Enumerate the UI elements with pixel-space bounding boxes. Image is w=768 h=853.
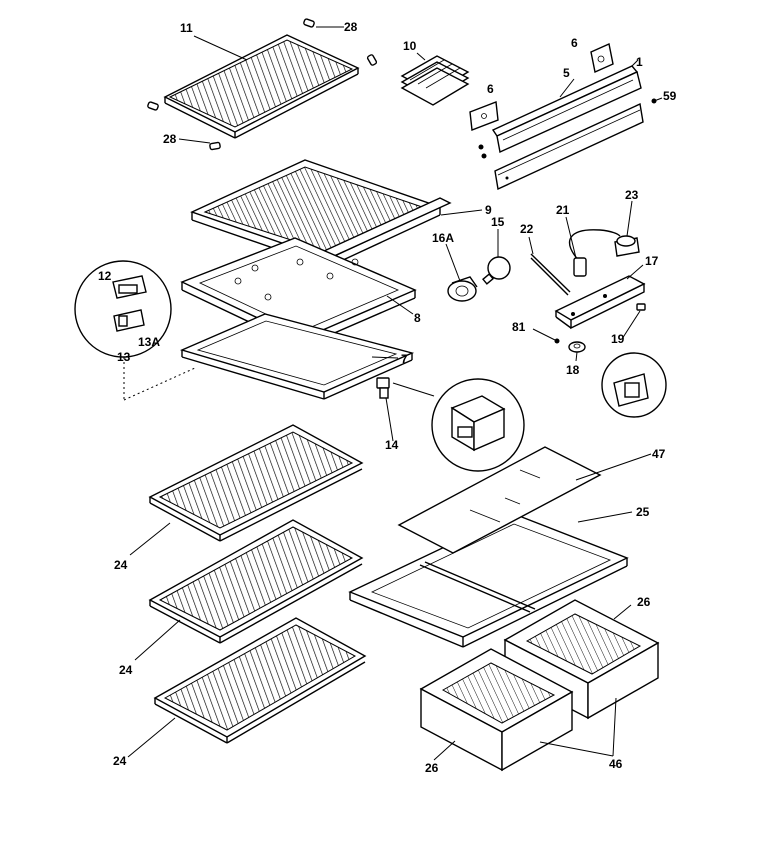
- detail-circle-clips: [74, 260, 172, 358]
- label-28-bottom: 28: [163, 132, 177, 146]
- label-23: 23: [625, 188, 639, 202]
- wire-shelf-upper: [148, 424, 364, 542]
- freezer-wire-shelf: [163, 34, 360, 139]
- label-26-right: 26: [637, 595, 651, 609]
- part-labels: 11 28 28 10 6 6 1 5 59 9 15 16A 22 21 23…: [98, 20, 677, 775]
- spacer-washer: [568, 341, 586, 353]
- label-18: 18: [566, 363, 580, 377]
- control-mounting-panel: [494, 102, 644, 191]
- label-24-lower: 24: [113, 754, 127, 768]
- detail-circle-switch: [601, 352, 667, 418]
- label-19: 19: [611, 332, 625, 346]
- label-21: 21: [556, 203, 570, 217]
- label-25: 25: [636, 505, 650, 519]
- bracket-lower: [469, 101, 499, 131]
- label-28-top: 28: [344, 20, 358, 34]
- wire-shelf-lower: [153, 617, 367, 744]
- label-13: 13: [117, 350, 131, 364]
- label-26-left: 26: [425, 761, 439, 775]
- thermostat-capillary: [568, 229, 621, 277]
- control-cover-rail: [491, 65, 642, 154]
- label-22: 22: [520, 222, 534, 236]
- label-6-upper: 6: [571, 36, 578, 50]
- label-5: 5: [563, 66, 570, 80]
- label-14: 14: [385, 438, 399, 452]
- label-1: 1: [636, 55, 643, 69]
- small-screw: [554, 338, 560, 344]
- label-8: 8: [414, 311, 421, 325]
- light-bulb: [482, 256, 511, 285]
- leader-lines: [127, 26, 663, 761]
- control-housing: [554, 275, 646, 330]
- thermostat-rod: [530, 253, 571, 296]
- control-knob-switch: [614, 235, 640, 257]
- label-7: 7: [401, 352, 408, 366]
- shelf-support-clips: [147, 18, 378, 151]
- crisper-frame-cover: [190, 159, 452, 268]
- label-13a: 13A: [138, 335, 160, 349]
- wire-shelf-middle: [148, 519, 364, 644]
- detail-circle-light-switch: [431, 378, 525, 472]
- label-47: 47: [652, 447, 666, 461]
- label-9: 9: [485, 203, 492, 217]
- bracket-upper: [590, 43, 614, 73]
- crisper-frame: [348, 513, 629, 648]
- bottom-tray: [179, 313, 415, 400]
- label-11: 11: [180, 21, 193, 35]
- label-17: 17: [645, 254, 659, 268]
- label-59: 59: [663, 89, 677, 103]
- label-15: 15: [491, 215, 505, 229]
- ice-trays: [400, 55, 470, 106]
- label-81: 81: [512, 320, 526, 334]
- crisper-drawer-left: [419, 648, 574, 772]
- light-switch: [376, 377, 390, 399]
- label-10: 10: [403, 39, 417, 53]
- label-24-middle: 24: [119, 663, 133, 677]
- label-46: 46: [609, 757, 623, 771]
- label-24-upper: 24: [114, 558, 128, 572]
- label-6-lower: 6: [487, 82, 494, 96]
- light-socket: [447, 276, 478, 302]
- glass-shelf: [397, 446, 602, 554]
- label-12: 12: [98, 269, 112, 283]
- label-16a: 16A: [432, 231, 454, 245]
